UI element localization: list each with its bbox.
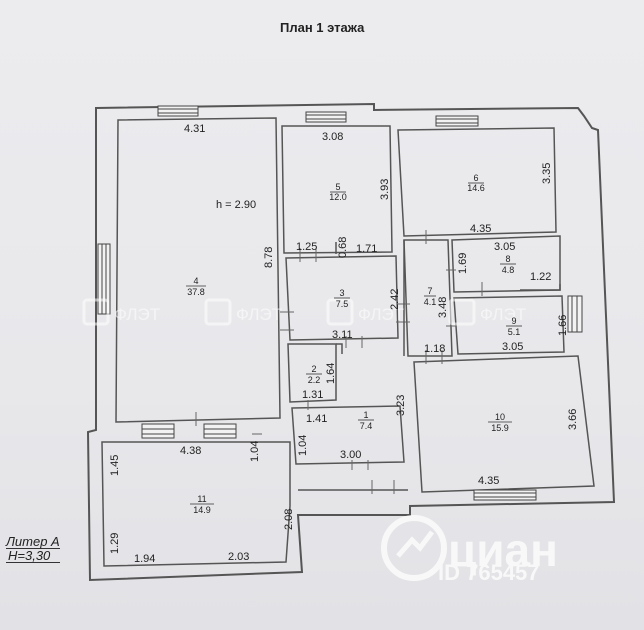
dimension-label: 1.29 [109, 533, 121, 554]
room-area: 15.9 [491, 423, 509, 433]
room-area: 5.1 [508, 327, 521, 337]
watermark-text: ФЛЭТ [114, 305, 160, 324]
room-number: 4 [193, 276, 198, 286]
room-9-outline [453, 295, 565, 355]
dimension-label: 3.05 [494, 241, 515, 253]
room-number: 11 [197, 494, 206, 504]
watermark-logo [204, 298, 232, 326]
dimension-label: 3.05 [502, 341, 523, 353]
room-6-outline [397, 127, 557, 237]
dimension-label: 1.64 [325, 363, 337, 384]
page-title: План 1 этажа [280, 20, 365, 35]
dimension-label: 4.35 [478, 475, 499, 487]
room-number: 8 [505, 254, 510, 264]
room-11-outline [101, 441, 291, 567]
cian-watermark-text: циан [448, 524, 558, 576]
watermark: ФЛЭТ ФЛЭТ ФЛЭТ ФЛЭТ [82, 298, 526, 326]
dimension-label: 8.78 [263, 247, 275, 268]
room-2-outline [287, 343, 337, 403]
outer-wall [86, 102, 616, 582]
room-area: 12.0 [329, 192, 347, 202]
watermark-text: ФЛЭТ [480, 305, 526, 324]
window [567, 295, 583, 333]
cian-watermark-id: ID 765457 [438, 560, 540, 585]
ceiling-height-label: h = 2.90 [216, 199, 256, 211]
room-4-outline [115, 117, 281, 423]
room-area: 4.8 [502, 265, 515, 275]
dimension-label: 2.42 [389, 289, 401, 310]
room-area: 4.1 [424, 297, 437, 307]
room-number: 10 [495, 412, 505, 422]
dimension-label: 1.18 [424, 343, 445, 355]
dimension-label: 1.41 [306, 413, 327, 425]
room-area: 2.2 [308, 375, 321, 385]
dimension-label: 1.31 [302, 389, 323, 401]
litera-label: Литер А Н=3,30 [6, 535, 60, 563]
dimension-label: 1.45 [109, 455, 121, 476]
watermark-logo [448, 298, 476, 326]
watermark-text: ФЛЭТ [236, 305, 282, 324]
dimension-label: 1.66 [557, 315, 569, 336]
room-area: 7.4 [360, 421, 373, 431]
window [203, 423, 237, 439]
litera-name: Литер А [6, 534, 60, 549]
room-area: 14.9 [193, 505, 211, 515]
dimension-label: 3.23 [395, 395, 407, 416]
room-number: 7 [427, 286, 432, 296]
room-number: 2 [311, 364, 316, 374]
dimension-label: 2.03 [228, 551, 249, 563]
window [141, 423, 175, 439]
cian-watermark: циан ID 765457 [381, 515, 558, 585]
dimension-label: 3.00 [340, 449, 361, 461]
dimension-label: 0.68 [337, 237, 349, 258]
room-number: 9 [511, 316, 516, 326]
room-3-outline [285, 255, 399, 341]
dimension-label: 1.69 [457, 253, 469, 274]
watermark-text: ФЛЭТ [358, 305, 404, 324]
window [157, 105, 199, 117]
dimension-label: 1.94 [134, 553, 155, 565]
room-5-outline [281, 125, 393, 254]
window [435, 115, 479, 127]
window [97, 243, 111, 315]
dimension-label: 1.25 [296, 241, 317, 253]
room-area: 14.6 [467, 183, 485, 193]
dimension-label: 1.04 [297, 435, 309, 456]
room-7-outline [403, 239, 453, 357]
dimension-label: 4.31 [184, 123, 205, 135]
partition-wall [336, 343, 343, 354]
room-1-outline [291, 405, 405, 465]
watermark-logo [326, 298, 354, 326]
litera-height: Н=3,30 [6, 548, 60, 563]
room-area: 7.5 [336, 299, 349, 309]
dimension-label: 1.04 [249, 441, 261, 462]
dimension-label: 4.35 [470, 223, 491, 235]
dimension-label: 3.35 [541, 163, 553, 184]
dimension-label: 2.08 [283, 509, 295, 530]
dimension-label: 3.08 [322, 131, 343, 143]
dimension-label: 3.48 [437, 297, 449, 318]
cian-logo [396, 530, 434, 558]
watermark-logo [82, 298, 110, 326]
dimension-label: 3.11 [332, 329, 353, 341]
dimension-label: 4.38 [180, 445, 201, 457]
partition-wall [520, 284, 561, 291]
room-area: 37.8 [187, 287, 205, 297]
room-number: 1 [363, 410, 368, 420]
room-10-outline [413, 355, 595, 493]
dimension-label: 1.71 [356, 243, 377, 255]
cian-logo [381, 515, 447, 581]
dimension-label: 3.93 [379, 179, 391, 200]
dimension-label: 3.66 [567, 409, 579, 430]
room-number: 6 [473, 173, 478, 183]
window [305, 111, 347, 123]
room-number: 5 [335, 182, 340, 192]
room-number: 3 [339, 288, 344, 298]
dimension-label: 1.22 [530, 271, 551, 283]
window [473, 489, 537, 501]
